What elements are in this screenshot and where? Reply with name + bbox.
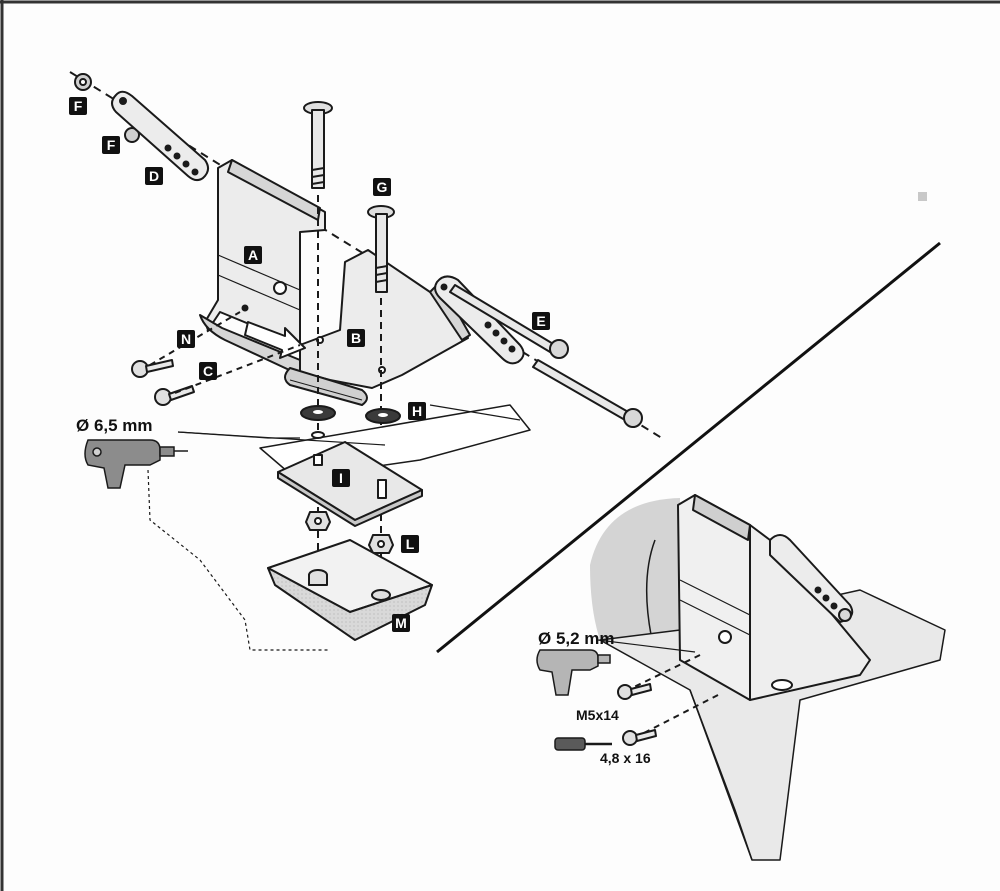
nut-left: [305, 511, 331, 531]
label-a: A: [244, 246, 262, 264]
screw-c: [154, 385, 195, 406]
svg-text:A: A: [248, 247, 258, 263]
svg-text:F: F: [107, 137, 116, 153]
label-d: D: [145, 167, 163, 185]
nut-f-bottom: [124, 127, 140, 143]
corner-mark: [918, 192, 927, 201]
screw-spec-self-tapping: 4,8 x 16: [600, 750, 651, 766]
svg-text:L: L: [406, 536, 415, 552]
long-bolt: [532, 359, 643, 428]
svg-text:N: N: [181, 331, 191, 347]
section-divider: [436, 241, 941, 654]
bolt-e: [449, 284, 569, 359]
label-i: I: [332, 469, 350, 487]
label-f-top: F: [69, 97, 87, 115]
svg-text:F: F: [74, 98, 83, 114]
label-f-bottom: F: [102, 136, 120, 154]
label-h: H: [408, 402, 426, 420]
mounted-base: [749, 524, 871, 701]
label-n: N: [177, 330, 195, 348]
screw-spec-m5: M5x14: [576, 707, 619, 723]
label-c: C: [199, 362, 217, 380]
label-m: M: [392, 614, 410, 632]
bolt-g: [367, 205, 395, 293]
power-drill-icon-right: [536, 649, 611, 696]
screw-m5: [617, 683, 652, 700]
screw-n: [131, 359, 174, 378]
bracket-e: [434, 275, 525, 365]
mounted-bracket: [769, 534, 854, 623]
screw-c-axis: [174, 344, 301, 394]
screw-self-tapping: [622, 729, 657, 746]
drill-hole-marker: [311, 431, 325, 439]
svg-text:I: I: [339, 470, 343, 486]
svg-text:H: H: [412, 403, 422, 419]
drill-diameter-small: Ø 5,2 mm: [538, 629, 615, 648]
svg-text:D: D: [149, 168, 159, 184]
installed-view: [590, 494, 946, 861]
exploded-view: [69, 71, 666, 651]
nut-l: [368, 534, 394, 554]
svg-text:E: E: [536, 313, 545, 329]
bracket-d: [111, 90, 209, 182]
nut-f-top: [74, 73, 92, 91]
svg-text:G: G: [377, 179, 388, 195]
power-drill-icon: [84, 439, 188, 489]
label-b: B: [347, 329, 365, 347]
cover-backdrop: [590, 498, 680, 660]
drill-diameter-large: Ø 6,5 mm: [76, 416, 153, 435]
bolt-a: [303, 101, 333, 189]
mounted-plate: [677, 494, 751, 701]
svg-text:M: M: [395, 615, 407, 631]
label-g: G: [373, 178, 391, 196]
svg-text:C: C: [203, 363, 213, 379]
label-l: L: [401, 535, 419, 553]
label-e: E: [532, 312, 550, 330]
svg-text:B: B: [351, 330, 361, 346]
screwdriver-icon: [554, 737, 612, 751]
tray-m: [267, 539, 433, 641]
